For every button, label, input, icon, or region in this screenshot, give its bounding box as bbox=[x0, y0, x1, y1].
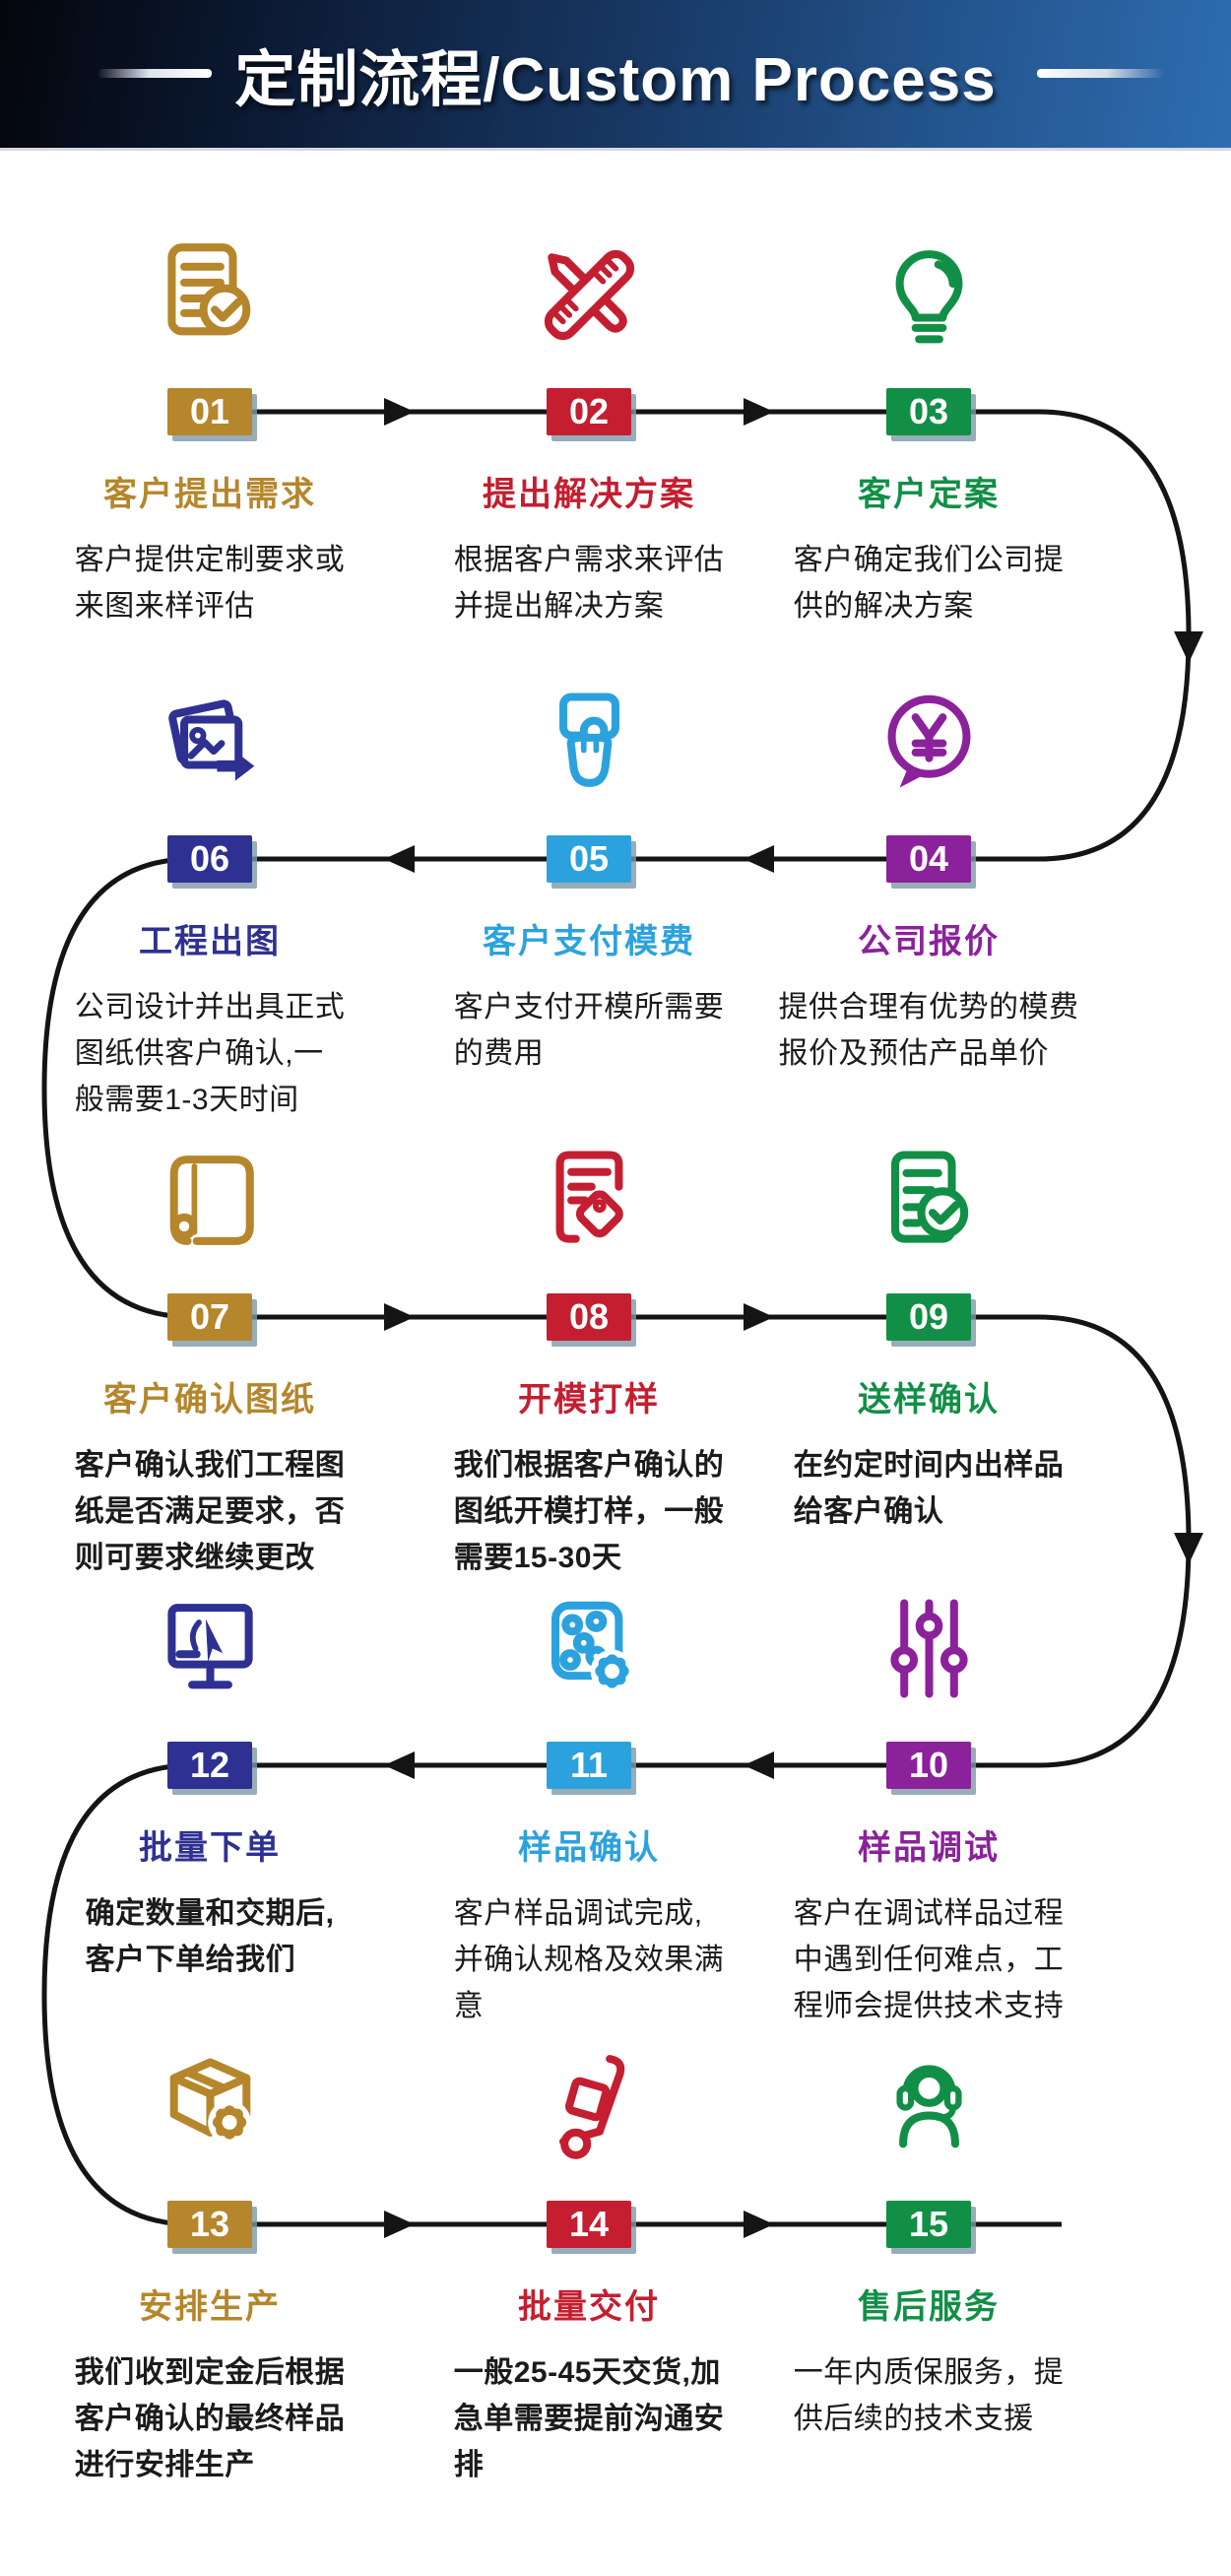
step-title: 客户定案 bbox=[858, 476, 1000, 513]
step-number-badge: 14 bbox=[547, 2201, 631, 2248]
step-title: 安排生产 bbox=[139, 2288, 281, 2326]
header-dash-left bbox=[98, 69, 212, 78]
step-number-badge: 02 bbox=[547, 388, 631, 435]
step-13: 13 安排生产 我们收到定金后根据 客户确认的最终样品 进行安排生产 bbox=[44, 2051, 375, 2488]
trolley-icon bbox=[533, 2051, 646, 2164]
step-11: 11 样品确认 客户样品调试完成, 并确认规格及效果满 意 bbox=[423, 1592, 754, 2029]
header-banner: 定制流程/Custom Process bbox=[0, 0, 1231, 151]
step-number-badge: 12 bbox=[167, 1742, 252, 1789]
step-08: 08 开模打样 我们根据客户确认的 图纸开模打样，一般 需要15-30天 bbox=[423, 1144, 754, 1581]
step-description: 客户支付开模所需要 的费用 bbox=[453, 991, 725, 1070]
step-07: 07 客户确认图纸 客户确认我们工程图 纸是否满足要求，否 则可要求继续更改 bbox=[44, 1144, 375, 1581]
checklist-check-icon bbox=[873, 1144, 986, 1257]
step-description: 我们根据客户确认的 图纸开模打样，一般 需要15-30天 bbox=[453, 1449, 725, 1574]
step-title: 客户提出需求 bbox=[103, 476, 316, 513]
step-15: 15 售后服务 一年内质保服务，提 供后续的技术支援 bbox=[763, 2051, 1094, 2442]
step-description: 客户确认我们工程图 纸是否满足要求，否 则可要求继续更改 bbox=[74, 1449, 346, 1574]
step-14: 14 批量交付 一般25-45天交货,加 急单需要提前沟通安 排 bbox=[423, 2051, 754, 2488]
step-title: 工程出图 bbox=[139, 923, 281, 960]
step-02: 02 提出解决方案 根据客户需求来评估 并提出解决方案 bbox=[423, 238, 754, 629]
step-title: 客户确认图纸 bbox=[103, 1381, 316, 1419]
photo-export-icon bbox=[154, 686, 267, 799]
step-description: 公司设计并出具正式 图纸供客户确认,一 般需要1-3天时间 bbox=[74, 991, 346, 1116]
step-description: 一般25-45天交货,加 急单需要提前沟通安 排 bbox=[453, 2356, 725, 2481]
step-description: 确定数量和交期后, 客户下单给我们 bbox=[85, 1897, 335, 1976]
sliders-icon bbox=[873, 1592, 986, 1705]
box-gear-icon bbox=[154, 2051, 267, 2164]
pencil-ruler-icon bbox=[533, 238, 646, 352]
step-title: 提出解决方案 bbox=[483, 476, 695, 513]
step-12: 12 批量下单 确定数量和交期后, 客户下单给我们 bbox=[44, 1592, 375, 1983]
yuan-chat-icon bbox=[873, 686, 986, 799]
step-09: 09 送样确认 在约定时间内出样品 给客户确认 bbox=[763, 1144, 1094, 1535]
step-04: 04 公司报价 提供合理有优势的模费 报价及预估产品单价 bbox=[763, 686, 1094, 1077]
dice-gear-icon bbox=[533, 1592, 646, 1705]
step-number-badge: 01 bbox=[167, 388, 252, 435]
header-dash-right bbox=[1037, 69, 1164, 78]
drawing-scroll-icon bbox=[154, 1144, 267, 1257]
step-06: 06 工程出图 公司设计并出具正式 图纸供客户确认,一 般需要1-3天时间 bbox=[44, 686, 375, 1123]
step-title: 售后服务 bbox=[858, 2288, 1000, 2326]
step-description: 根据客户需求来评估 并提出解决方案 bbox=[453, 544, 725, 623]
step-05: 05 客户支付模费 客户支付开模所需要 的费用 bbox=[423, 686, 754, 1077]
document-check-icon bbox=[154, 238, 267, 352]
page-title: 定制流程/Custom Process bbox=[234, 46, 997, 114]
step-title: 客户支付模费 bbox=[483, 923, 695, 960]
step-number-badge: 06 bbox=[167, 835, 252, 883]
step-title: 开模打样 bbox=[518, 1381, 660, 1419]
step-number-badge: 03 bbox=[886, 388, 971, 435]
step-number-badge: 13 bbox=[167, 2201, 252, 2248]
step-description: 一年内质保服务，提 供后续的技术支援 bbox=[793, 2356, 1065, 2435]
payment-hand-icon bbox=[533, 686, 646, 799]
step-description: 客户确定我们公司提 供的解决方案 bbox=[793, 544, 1065, 623]
document-tag-icon bbox=[533, 1144, 646, 1257]
monitor-cursor-icon bbox=[154, 1592, 267, 1705]
step-title: 送样确认 bbox=[858, 1381, 1000, 1419]
step-title: 公司报价 bbox=[858, 923, 1000, 960]
step-number-badge: 07 bbox=[167, 1293, 252, 1341]
step-01: 01 客户提出需求 客户提供定制要求或 来图来样评估 bbox=[44, 238, 375, 629]
step-number-badge: 09 bbox=[886, 1293, 971, 1341]
step-description: 客户在调试样品过程 中遇到任何难点，工 程师会提供技术支持 bbox=[793, 1897, 1065, 2022]
step-03: 03 客户定案 客户确定我们公司提 供的解决方案 bbox=[763, 238, 1094, 629]
step-title: 批量下单 bbox=[139, 1829, 281, 1867]
step-title: 样品调试 bbox=[858, 1829, 1000, 1867]
lightbulb-icon bbox=[873, 238, 986, 352]
step-description: 我们收到定金后根据 客户确认的最终样品 进行安排生产 bbox=[74, 2356, 346, 2481]
step-number-badge: 11 bbox=[547, 1742, 631, 1789]
step-description: 客户样品调试完成, 并确认规格及效果满 意 bbox=[453, 1897, 725, 2022]
step-description: 提供合理有优势的模费 报价及预估产品单价 bbox=[778, 991, 1079, 1070]
step-description: 在约定时间内出样品 给客户确认 bbox=[793, 1449, 1065, 1528]
step-number-badge: 04 bbox=[886, 835, 971, 883]
step-description: 客户提供定制要求或 来图来样评估 bbox=[74, 544, 346, 623]
step-number-badge: 05 bbox=[547, 835, 631, 883]
step-10: 10 样品调试 客户在调试样品过程 中遇到任何难点，工 程师会提供技术支持 bbox=[763, 1592, 1094, 2029]
step-title: 样品确认 bbox=[518, 1829, 660, 1867]
step-number-badge: 08 bbox=[547, 1293, 631, 1341]
step-number-badge: 10 bbox=[886, 1742, 971, 1789]
step-title: 批量交付 bbox=[518, 2288, 660, 2326]
headset-support-icon bbox=[873, 2051, 986, 2164]
step-number-badge: 15 bbox=[886, 2201, 971, 2248]
